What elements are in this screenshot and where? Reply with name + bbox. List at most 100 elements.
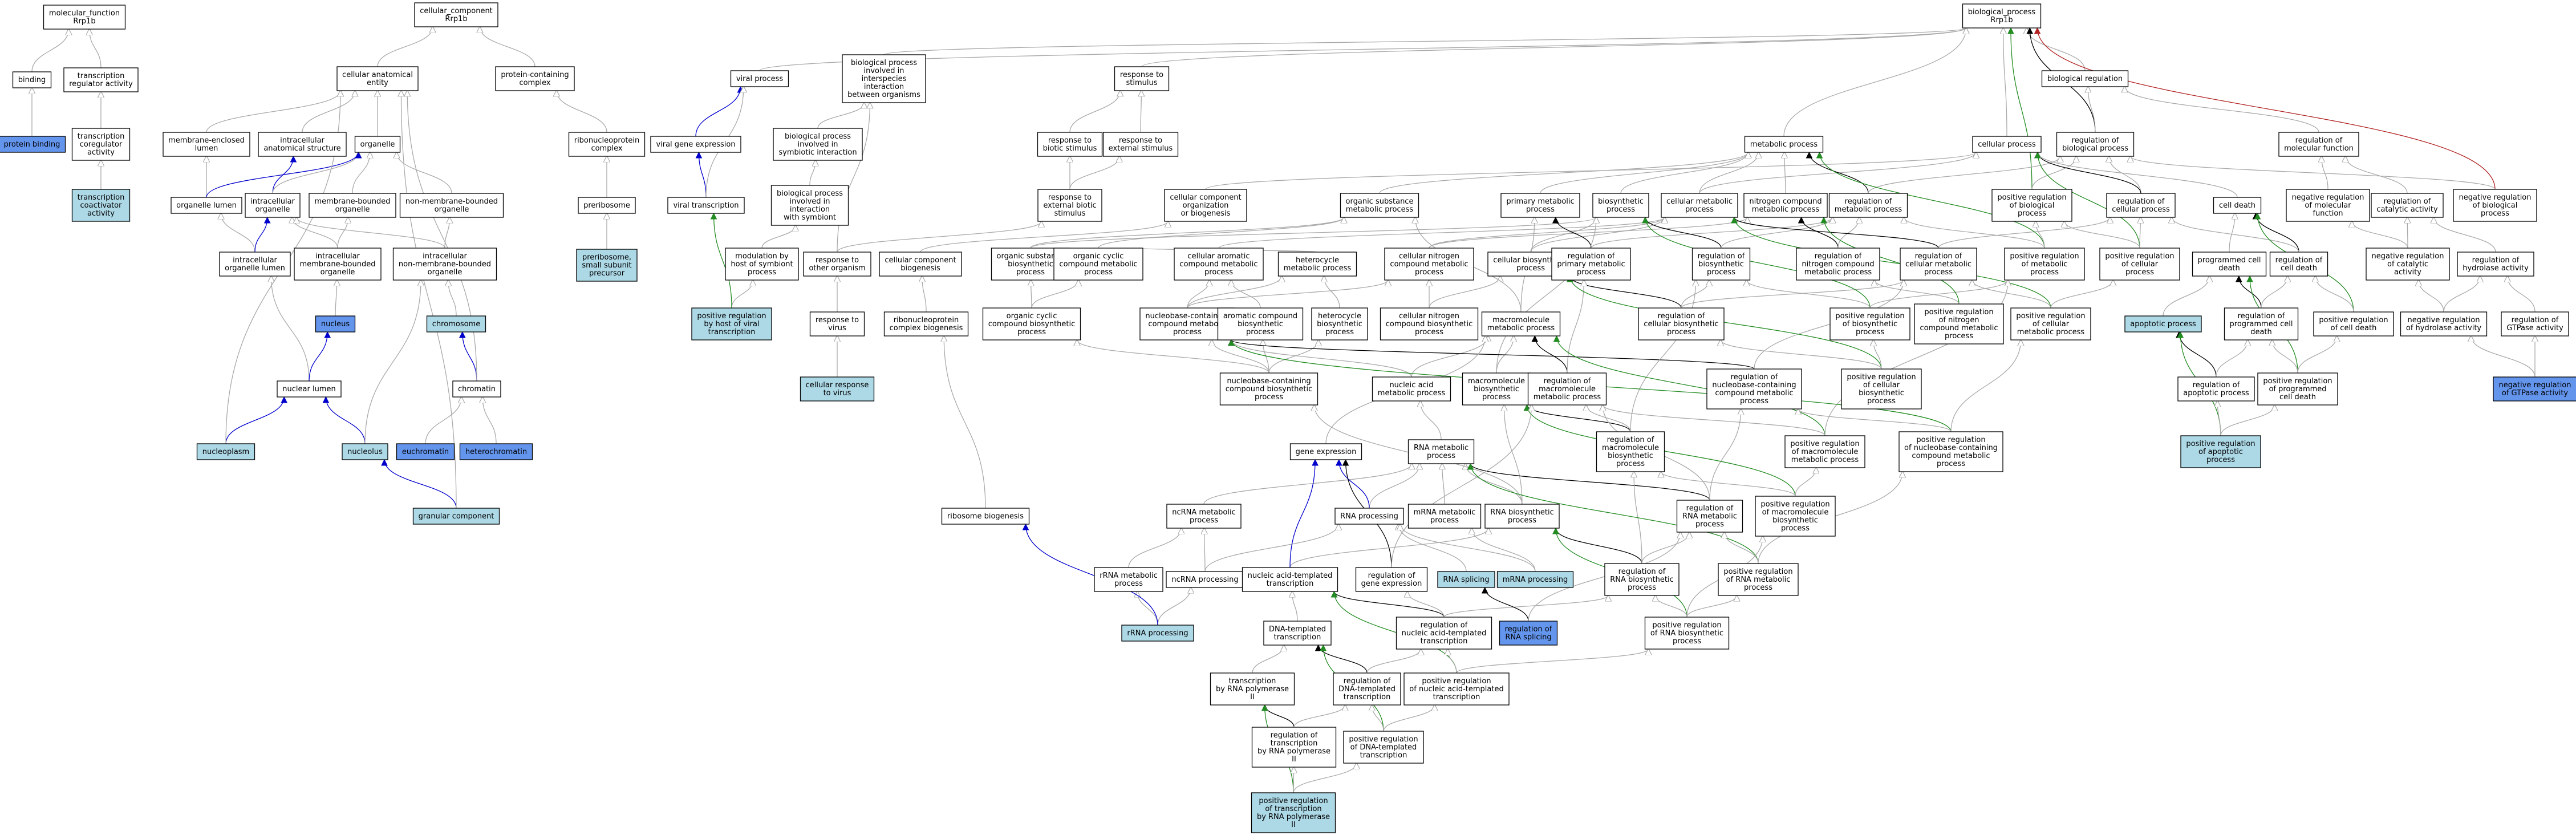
go-term-node-preribosome[interactable]: preribosome [578,197,636,214]
go-term-node-cell-death[interactable]: cell death [2213,197,2262,214]
go-term-node-ncrna-processing[interactable]: ncRNA processing [1166,571,1244,588]
go-term-node-rna-splicing[interactable]: RNA splicing [1437,571,1495,588]
go-term-node-metabolic[interactable]: metabolic process [1744,136,1824,153]
go-term-node-nucleoplasm[interactable]: nucleoplasm [196,443,255,460]
go-term-node-mrna-processing[interactable]: mRNA processing [1496,571,1574,588]
go-term-node-viral-process[interactable]: viral process [730,70,789,87]
go-term-node-nuc-lumen[interactable]: nuclear lumen [277,380,342,398]
go-term-node-binding[interactable]: binding [12,71,52,88]
go-term-node-ribosome-biogenesis[interactable]: ribosome biogenesis [941,508,1030,525]
go-term-node-organelle[interactable]: organelle [354,136,401,153]
go-term-node-nucleolus[interactable]: nucleolus [342,443,388,460]
go-term-node-org-lumen[interactable]: organelle lumen [171,197,242,214]
go-term-node-nucleus[interactable]: nucleus [315,315,356,333]
go-term-node-heterochromatin[interactable]: heterochromatin [459,443,533,460]
go-term-node-viral-gene-expr[interactable]: viral gene expression [650,136,741,153]
go-term-node-bio-reg[interactable]: biological regulation [2041,70,2129,87]
go-term-node-viral-transcription[interactable]: viral transcription [667,197,745,214]
go-term-node-chromosome[interactable]: chromosome [426,315,486,333]
go-term-node-cellular-process[interactable]: cellular process [1972,136,2042,153]
go-term-node-rrna-processing[interactable]: rRNA processing [1121,625,1194,642]
